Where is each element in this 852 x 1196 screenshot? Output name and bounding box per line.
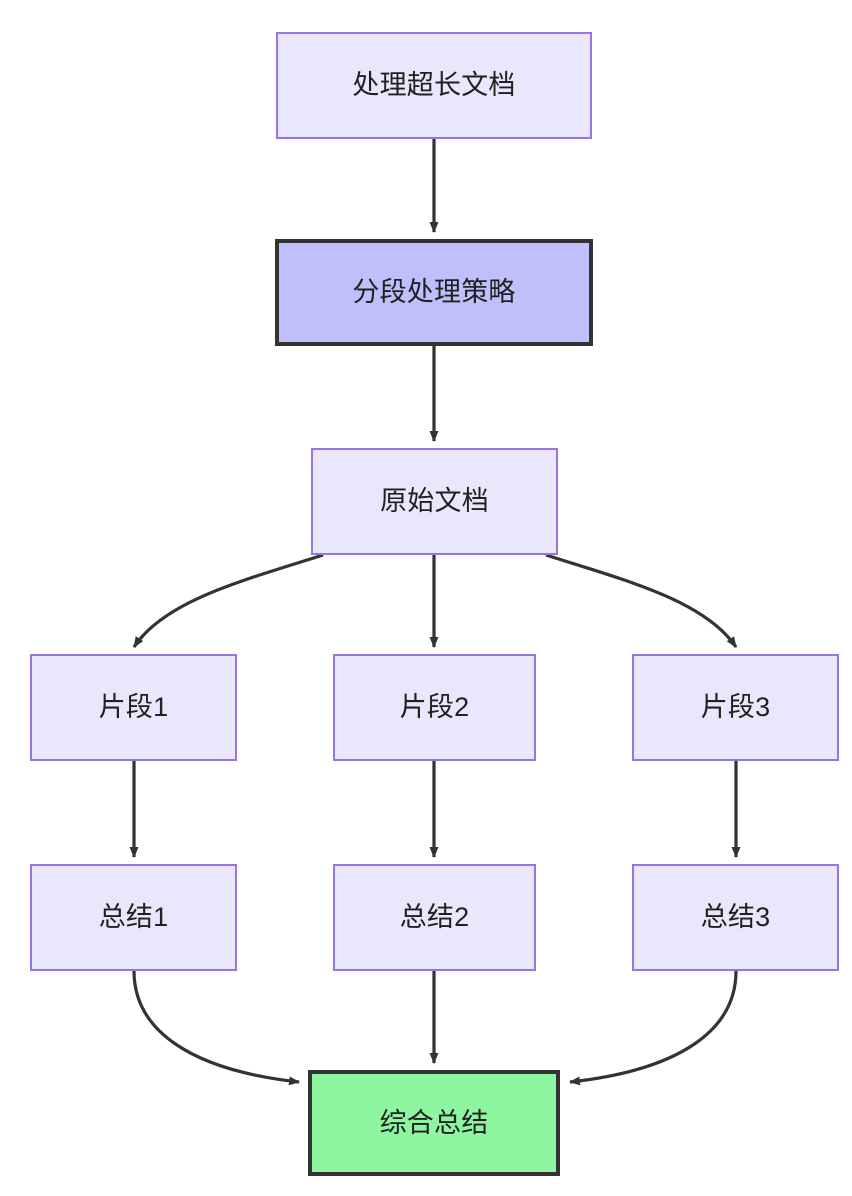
edge-n3-n6 (545, 553, 738, 648)
edge-n3-n4 (132, 553, 324, 648)
node-label: 片段1 (98, 692, 169, 723)
node-chunking-strategy[interactable]: 分段处理策略 (275, 239, 593, 346)
node-original-document[interactable]: 原始文档 (311, 448, 558, 555)
node-summary-1[interactable]: 总结1 (30, 864, 237, 971)
node-label: 总结3 (700, 902, 771, 933)
node-fragment-1[interactable]: 片段1 (30, 654, 237, 761)
node-process-long-document[interactable]: 处理超长文档 (276, 32, 592, 139)
node-label: 分段处理策略 (352, 277, 516, 308)
edge-n7-n10 (132, 970, 300, 1086)
node-summary-2[interactable]: 总结2 (333, 864, 536, 971)
edge-n9-n10 (569, 970, 738, 1086)
node-label: 综合总结 (379, 1107, 489, 1138)
node-summary-3[interactable]: 总结3 (632, 864, 839, 971)
node-label: 原始文档 (380, 486, 489, 517)
node-label: 总结2 (399, 902, 470, 933)
node-label: 处理超长文档 (352, 70, 516, 101)
node-fragment-3[interactable]: 片段3 (632, 654, 839, 761)
node-label: 总结1 (98, 902, 169, 933)
node-comprehensive-summary[interactable]: 综合总结 (308, 1070, 560, 1176)
node-label: 片段2 (399, 692, 470, 723)
node-fragment-2[interactable]: 片段2 (333, 654, 536, 761)
node-label: 片段3 (700, 692, 771, 723)
